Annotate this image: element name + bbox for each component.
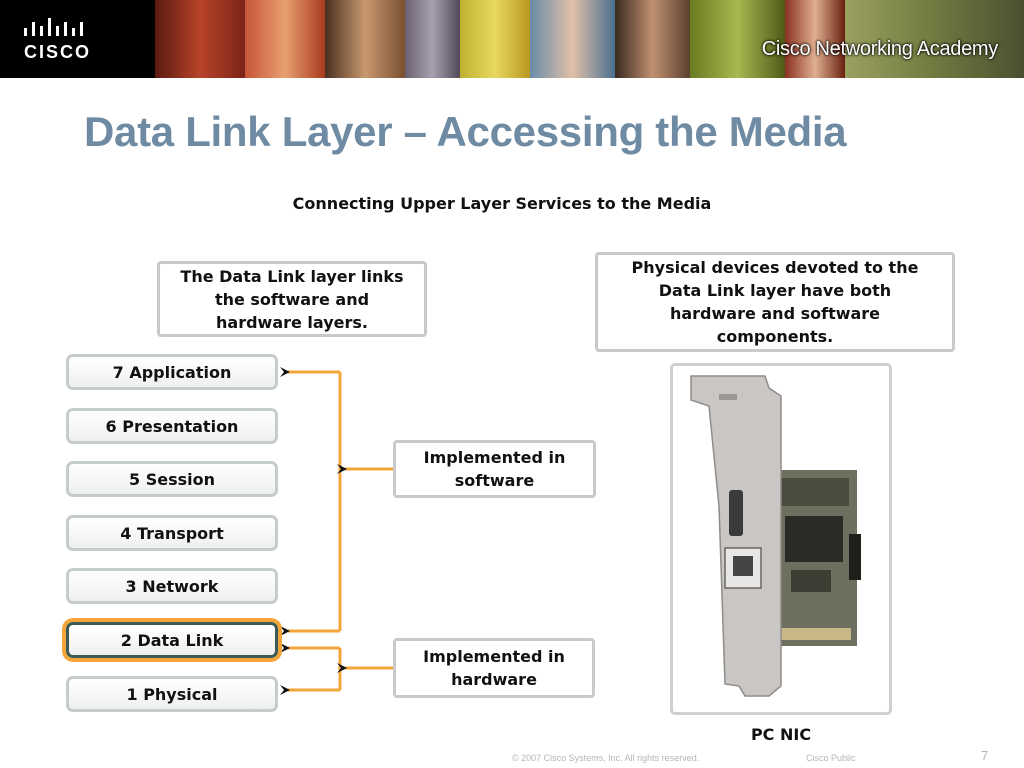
note-line: Physical devices devoted to the [631,258,919,277]
note-line: hardware layers. [216,312,368,332]
layer-application: 7 Application [66,354,278,390]
nic-caption: PC NIC [750,725,812,744]
slide-title: Data Link Layer – Accessing the Media [84,108,847,155]
header-banner: CISCO Cisco Networking Academy [0,0,1024,78]
cisco-wordmark: CISCO [24,42,92,62]
layer-physical: 1 Physical [66,676,278,712]
note-line: components. [716,327,834,346]
cisco-logo: CISCO [0,0,155,78]
note-line: Data Link layer have both [658,281,892,300]
footer-copyright: © 2007 Cisco Systems, Inc. All rights re… [512,753,700,763]
page-number: 7 [981,748,989,763]
layer-session: 5 Session [66,461,278,497]
note-line: software [454,471,535,490]
network-interface-card-icon [690,375,861,697]
note-line: hardware and software [669,304,881,323]
footer-classification: Cisco Public [806,753,856,763]
layer-transport: 4 Transport [66,515,278,551]
note-line: The Data Link layer links [180,266,404,286]
note-implemented-software: Implemented in software [393,440,596,498]
layer-data-link: 2 Data Link [66,622,278,658]
diagram-subtitle: Connecting Upper Layer Services to the M… [292,194,712,213]
note-line: the software and [214,289,370,309]
cisco-bridge-icon [24,18,83,36]
note-links-software-hardware: The Data Link layer links the software a… [157,261,427,337]
academy-wordmark: Cisco Networking Academy [761,38,999,60]
note-physical-devices: Physical devices devoted to the Data Lin… [595,252,955,352]
note-line: hardware [451,670,537,689]
note-implemented-hardware: Implemented in hardware [393,638,595,698]
layer-network: 3 Network [66,568,278,604]
note-line: Implemented in [423,647,565,666]
nic-image-frame [670,363,892,715]
layer-presentation: 6 Presentation [66,408,278,444]
note-line: Implemented in [423,448,566,467]
